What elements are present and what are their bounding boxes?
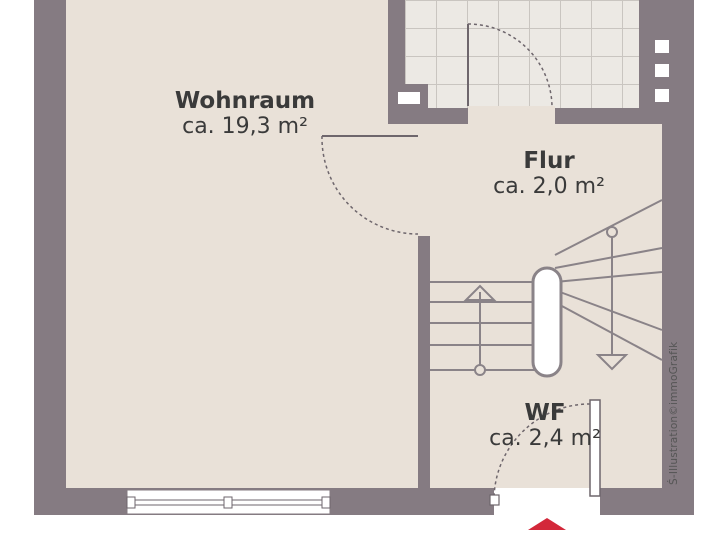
room-area-wf: ca. 2,4 m²: [489, 426, 601, 451]
wf-door-swing: [493, 403, 591, 501]
room-name-flur: Flur: [523, 148, 575, 174]
vent-3: [655, 89, 669, 102]
bathroom-wall-right: [639, 0, 662, 124]
wf-door-leaf: [589, 399, 601, 497]
vent-bath: [398, 92, 420, 104]
bathroom-wall-bottom-right: [555, 108, 662, 124]
window-bottom: [126, 489, 331, 515]
room-name-wohnraum: Wohnraum: [174, 88, 316, 114]
entrance-arrow: [528, 518, 566, 530]
staircase: [430, 199, 663, 378]
room-area-flur: ca. 2,0 m²: [493, 174, 605, 199]
vent-2: [655, 64, 669, 77]
wohnraum-door-swing: [321, 135, 419, 235]
room-label-flur: Flur ca. 2,0 m²: [474, 148, 624, 200]
wohnraum-floor-upper: [66, 0, 388, 488]
wohnraum-door-opening: [388, 124, 428, 236]
bathroom-floor: [405, 0, 639, 108]
illustration-credit: Ś-Illustration©immoGrafik: [668, 341, 680, 485]
bathroom-door-opening: [468, 106, 555, 124]
vent-1: [655, 40, 669, 53]
room-name-wf: WF: [524, 400, 566, 426]
bathroom-wall-bottom-left: [388, 108, 468, 124]
room-area-wohnraum: ca. 19,3 m²: [182, 114, 308, 139]
room-label-wohnraum: Wohnraum ca. 19,3 m²: [160, 88, 330, 140]
wf-door-jamb: [489, 494, 500, 506]
interior-wall-stair: [418, 236, 430, 488]
exterior-wall-right: [662, 0, 694, 515]
wf-door-opening: [494, 488, 600, 515]
room-label-wf: WF ca. 2,4 m²: [470, 400, 620, 452]
